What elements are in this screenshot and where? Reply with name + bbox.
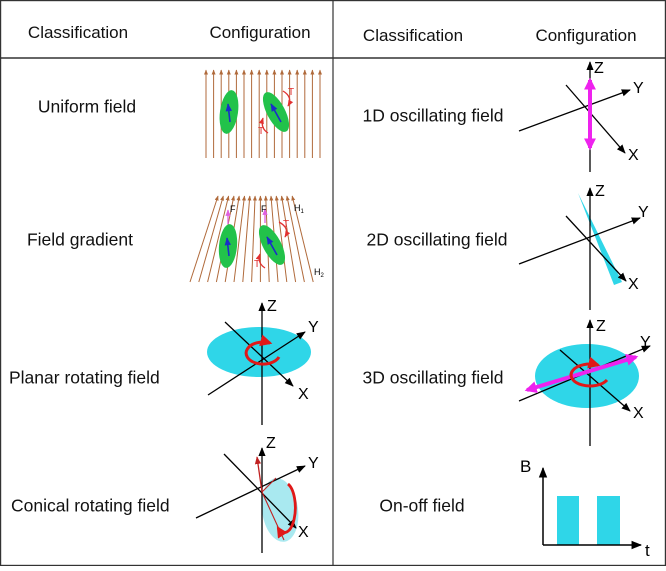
y-axis-label: Y: [308, 455, 319, 472]
x-axis-label: X: [628, 147, 639, 164]
label-conical-rotating-field: Conical rotating field: [11, 495, 170, 516]
y-axis: [518, 89, 631, 132]
y-axis-label: Y: [633, 80, 644, 97]
h2-label: H2: [314, 267, 325, 279]
header-configuration-left: Configuration: [209, 23, 311, 42]
oscillating-3d-diagram: Z Y X: [518, 318, 651, 446]
rotation-plane: [207, 327, 311, 377]
field-line: [280, 195, 297, 283]
oscillation-volume: [535, 344, 639, 408]
conical-rotating-diagram: Z Y X: [195, 435, 319, 553]
uniform-field-diagram: T T: [204, 69, 322, 158]
z-axis-label: Z: [594, 60, 604, 77]
z-axis-label: Z: [267, 298, 277, 315]
field-line: [285, 195, 305, 283]
cell-left: [219, 90, 239, 134]
h1-label: H1: [294, 203, 305, 215]
x-axis: [224, 321, 294, 387]
torque-label: T: [254, 259, 260, 270]
y-axis: [518, 217, 641, 265]
torque-arrow-top: [282, 90, 294, 107]
pulse-2: [597, 496, 620, 545]
torque-label: T: [283, 219, 289, 230]
oscillating-1d-diagram: Z Y X: [518, 60, 644, 172]
header-classification-left: Classification: [27, 23, 129, 42]
label-1d-oscillating-field: 1D oscillating field: [362, 105, 504, 126]
label-planar-rotating-field: Planar rotating field: [9, 367, 160, 388]
field-line: [242, 195, 252, 283]
field-line: [251, 195, 257, 283]
label-field-gradient: Field gradient: [26, 229, 134, 250]
field-line: [198, 195, 224, 283]
cell-right: T T: [258, 87, 294, 137]
field-line: [207, 195, 230, 283]
z-axis-label: Z: [266, 435, 276, 452]
z-axis-label: Z: [595, 183, 605, 200]
x-axis-label: X: [628, 276, 639, 293]
torque-arrow-top: [278, 221, 291, 238]
cell-left: F: [218, 204, 238, 268]
label-on-off-field: On-off field: [379, 495, 465, 516]
field-line: [233, 195, 246, 283]
x-axis-label: X: [298, 386, 309, 403]
y-axis-label: Y: [638, 204, 649, 221]
cell-right: F T T: [254, 204, 291, 270]
x-axis-label: X: [298, 524, 309, 541]
planar-rotating-diagram: Z Y X: [207, 298, 319, 425]
force-label: F: [230, 204, 236, 214]
rotation-arrow: [569, 356, 609, 388]
x-axis-label: X: [633, 405, 644, 422]
on-off-diagram: B t: [520, 457, 650, 560]
y-axis-label: Y: [640, 334, 651, 351]
label-uniform-field: Uniform field: [37, 96, 137, 117]
y-axis: [195, 465, 306, 519]
field-line: [189, 195, 219, 283]
x-axis: [565, 215, 627, 282]
header-classification-right: Classification: [362, 26, 464, 45]
oscillating-2d-diagram: Z Y X: [518, 183, 649, 310]
field-vector: [254, 456, 263, 493]
field-line: [291, 195, 314, 283]
torque-arrow-bottom: [258, 117, 269, 134]
torque-label: T: [258, 126, 264, 137]
force-label: F: [261, 204, 267, 214]
field-gradient-diagram: H1 H2 F F T T: [189, 195, 325, 283]
y-axis-label: Y: [308, 319, 319, 336]
oscillation-arrow: [524, 354, 639, 393]
x-axis: [223, 453, 297, 529]
rotation-arrow: [244, 334, 281, 366]
cone-edge: [261, 477, 277, 493]
torque-label: T: [288, 87, 294, 98]
pulse-1: [557, 496, 579, 545]
header-configuration-right: Configuration: [535, 26, 637, 45]
oscillation-plane: [578, 193, 622, 285]
t-axis-label: t: [645, 541, 650, 560]
label-2d-oscillating-field: 2D oscillating field: [366, 229, 508, 250]
label-3d-oscillating-field: 3D oscillating field: [362, 367, 504, 388]
rotation-arrow: [276, 482, 297, 539]
torque-arrow-bottom: [255, 253, 266, 269]
b-axis-label: B: [520, 457, 531, 476]
field-line: [274, 195, 288, 283]
z-axis-label: Z: [596, 318, 606, 335]
